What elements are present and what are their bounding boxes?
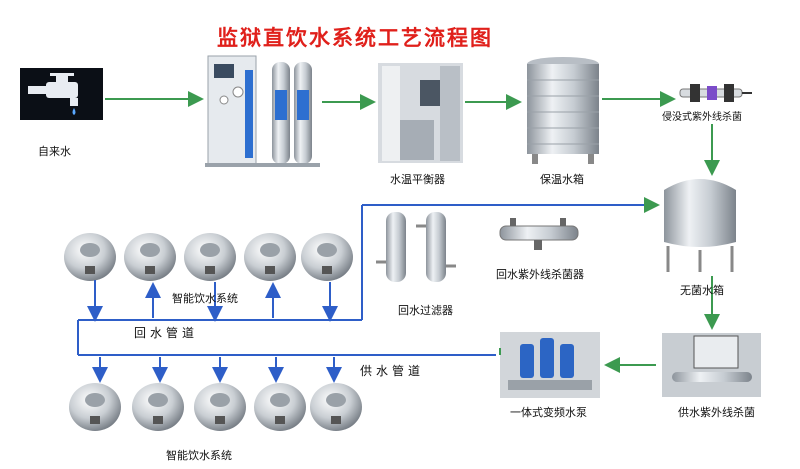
water-balancer-icon bbox=[378, 63, 463, 163]
diagram-title: 监狱直饮水系统工艺流程图 bbox=[217, 26, 493, 50]
pump-icon bbox=[500, 332, 600, 398]
tap-water-icon bbox=[20, 68, 103, 120]
label-return-pipe: 回水管道 bbox=[134, 326, 199, 340]
dispenser-icon bbox=[254, 383, 306, 431]
dispenser-icon bbox=[301, 233, 353, 281]
dispenser-icon bbox=[194, 383, 246, 431]
insulated-tank-icon bbox=[527, 57, 599, 164]
supply-uv-icon bbox=[662, 333, 761, 397]
dispenser-icon bbox=[244, 233, 296, 281]
dispenser-icon bbox=[310, 383, 362, 431]
label-pump: 一体式变频水泵 bbox=[510, 406, 587, 419]
label-water-balancer: 水温平衡器 bbox=[390, 173, 445, 186]
label-supply-pipe: 供水管道 bbox=[360, 364, 425, 378]
dispensers-top bbox=[64, 233, 353, 281]
green-flow-arrows bbox=[105, 91, 720, 373]
dispenser-icon bbox=[64, 233, 116, 281]
label-insulated-tank: 保温水箱 bbox=[540, 173, 584, 186]
label-immersion-uv: 侵没式紫外线杀菌 bbox=[662, 112, 742, 123]
return-filter-icon bbox=[376, 212, 456, 282]
dispensers-bottom bbox=[69, 383, 362, 431]
label-sterile-tank: 无菌水箱 bbox=[680, 284, 724, 297]
immersion-uv-icon bbox=[679, 84, 752, 102]
sterile-tank-icon bbox=[664, 179, 736, 272]
label-dispensers-top: 智能饮水系统 bbox=[172, 292, 238, 305]
label-return-filter: 回水过滤器 bbox=[398, 304, 453, 317]
ro-machine-icon bbox=[205, 55, 320, 167]
return-uv-icon bbox=[499, 218, 579, 250]
label-return-uv: 回水紫外线杀菌器 bbox=[496, 268, 584, 281]
blue-flow-arrows bbox=[77, 197, 660, 383]
label-tap-water: 自来水 bbox=[38, 145, 71, 158]
dispenser-icon bbox=[132, 383, 184, 431]
dispenser-icon bbox=[124, 233, 176, 281]
label-dispensers-bottom: 智能饮水系统 bbox=[166, 449, 232, 462]
label-supply-uv: 供水紫外线杀菌 bbox=[678, 406, 755, 419]
dispenser-icon bbox=[69, 383, 121, 431]
dispenser-icon bbox=[184, 233, 236, 281]
